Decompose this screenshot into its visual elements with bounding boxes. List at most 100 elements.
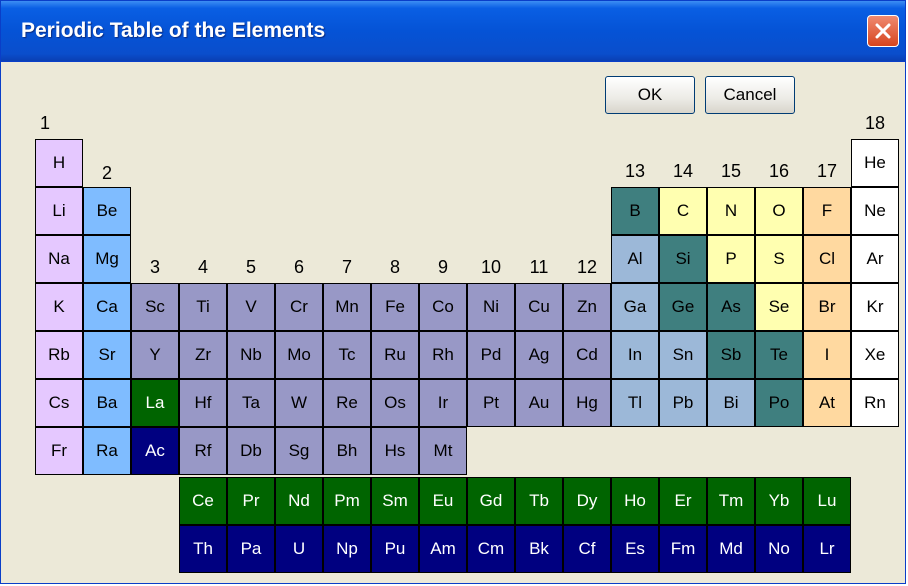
element-in[interactable]: In <box>611 331 659 379</box>
element-eu[interactable]: Eu <box>419 477 467 525</box>
element-au[interactable]: Au <box>515 379 563 427</box>
element-zn[interactable]: Zn <box>563 283 611 331</box>
element-sn[interactable]: Sn <box>659 331 707 379</box>
element-as[interactable]: As <box>707 283 755 331</box>
element-os[interactable]: Os <box>371 379 419 427</box>
element-sm[interactable]: Sm <box>371 477 419 525</box>
element-rh[interactable]: Rh <box>419 331 467 379</box>
ok-button[interactable]: OK <box>605 76 695 114</box>
element-rn[interactable]: Rn <box>851 379 899 427</box>
element-fe[interactable]: Fe <box>371 283 419 331</box>
element-dy[interactable]: Dy <box>563 477 611 525</box>
element-kr[interactable]: Kr <box>851 283 899 331</box>
title-bar[interactable]: Periodic Table of the Elements <box>1 1 905 62</box>
element-ho[interactable]: Ho <box>611 477 659 525</box>
element-si[interactable]: Si <box>659 235 707 283</box>
element-ge[interactable]: Ge <box>659 283 707 331</box>
element-pb[interactable]: Pb <box>659 379 707 427</box>
cancel-button[interactable]: Cancel <box>705 76 795 114</box>
element-hg[interactable]: Hg <box>563 379 611 427</box>
element-pu[interactable]: Pu <box>371 525 419 573</box>
element-xe[interactable]: Xe <box>851 331 899 379</box>
element-pr[interactable]: Pr <box>227 477 275 525</box>
element-cu[interactable]: Cu <box>515 283 563 331</box>
close-button[interactable] <box>867 15 899 47</box>
element-c[interactable]: C <box>659 187 707 235</box>
element-be[interactable]: Be <box>83 187 131 235</box>
element-hf[interactable]: Hf <box>179 379 227 427</box>
element-cr[interactable]: Cr <box>275 283 323 331</box>
element-cm[interactable]: Cm <box>467 525 515 573</box>
element-tl[interactable]: Tl <box>611 379 659 427</box>
element-f[interactable]: F <box>803 187 851 235</box>
element-pa[interactable]: Pa <box>227 525 275 573</box>
element-pd[interactable]: Pd <box>467 331 515 379</box>
element-li[interactable]: Li <box>35 187 83 235</box>
element-mg[interactable]: Mg <box>83 235 131 283</box>
element-la[interactable]: La <box>131 379 179 427</box>
element-na[interactable]: Na <box>35 235 83 283</box>
element-y[interactable]: Y <box>131 331 179 379</box>
element-no[interactable]: No <box>755 525 803 573</box>
element-b[interactable]: B <box>611 187 659 235</box>
element-lr[interactable]: Lr <box>803 525 851 573</box>
element-fr[interactable]: Fr <box>35 427 83 475</box>
element-k[interactable]: K <box>35 283 83 331</box>
element-ac[interactable]: Ac <box>131 427 179 475</box>
element-md[interactable]: Md <box>707 525 755 573</box>
element-sr[interactable]: Sr <box>83 331 131 379</box>
element-p[interactable]: P <box>707 235 755 283</box>
element-po[interactable]: Po <box>755 379 803 427</box>
element-ag[interactable]: Ag <box>515 331 563 379</box>
element-ce[interactable]: Ce <box>179 477 227 525</box>
element-ru[interactable]: Ru <box>371 331 419 379</box>
element-cl[interactable]: Cl <box>803 235 851 283</box>
element-er[interactable]: Er <box>659 477 707 525</box>
element-ba[interactable]: Ba <box>83 379 131 427</box>
element-fm[interactable]: Fm <box>659 525 707 573</box>
element-at[interactable]: At <box>803 379 851 427</box>
element-es[interactable]: Es <box>611 525 659 573</box>
element-zr[interactable]: Zr <box>179 331 227 379</box>
element-s[interactable]: S <box>755 235 803 283</box>
element-re[interactable]: Re <box>323 379 371 427</box>
element-rf[interactable]: Rf <box>179 427 227 475</box>
element-cf[interactable]: Cf <box>563 525 611 573</box>
element-ar[interactable]: Ar <box>851 235 899 283</box>
element-nb[interactable]: Nb <box>227 331 275 379</box>
element-mo[interactable]: Mo <box>275 331 323 379</box>
element-bk[interactable]: Bk <box>515 525 563 573</box>
element-nd[interactable]: Nd <box>275 477 323 525</box>
element-mn[interactable]: Mn <box>323 283 371 331</box>
element-he[interactable]: He <box>851 139 899 187</box>
element-cd[interactable]: Cd <box>563 331 611 379</box>
element-br[interactable]: Br <box>803 283 851 331</box>
element-al[interactable]: Al <box>611 235 659 283</box>
element-tc[interactable]: Tc <box>323 331 371 379</box>
element-sb[interactable]: Sb <box>707 331 755 379</box>
element-sc[interactable]: Sc <box>131 283 179 331</box>
element-tb[interactable]: Tb <box>515 477 563 525</box>
element-ne[interactable]: Ne <box>851 187 899 235</box>
element-ca[interactable]: Ca <box>83 283 131 331</box>
element-ra[interactable]: Ra <box>83 427 131 475</box>
element-np[interactable]: Np <box>323 525 371 573</box>
element-lu[interactable]: Lu <box>803 477 851 525</box>
element-tm[interactable]: Tm <box>707 477 755 525</box>
element-gd[interactable]: Gd <box>467 477 515 525</box>
element-ti[interactable]: Ti <box>179 283 227 331</box>
element-db[interactable]: Db <box>227 427 275 475</box>
element-i[interactable]: I <box>803 331 851 379</box>
element-mt[interactable]: Mt <box>419 427 467 475</box>
element-te[interactable]: Te <box>755 331 803 379</box>
element-u[interactable]: U <box>275 525 323 573</box>
element-ga[interactable]: Ga <box>611 283 659 331</box>
element-rb[interactable]: Rb <box>35 331 83 379</box>
element-sg[interactable]: Sg <box>275 427 323 475</box>
element-th[interactable]: Th <box>179 525 227 573</box>
element-o[interactable]: O <box>755 187 803 235</box>
element-pm[interactable]: Pm <box>323 477 371 525</box>
element-ta[interactable]: Ta <box>227 379 275 427</box>
element-n[interactable]: N <box>707 187 755 235</box>
element-hs[interactable]: Hs <box>371 427 419 475</box>
